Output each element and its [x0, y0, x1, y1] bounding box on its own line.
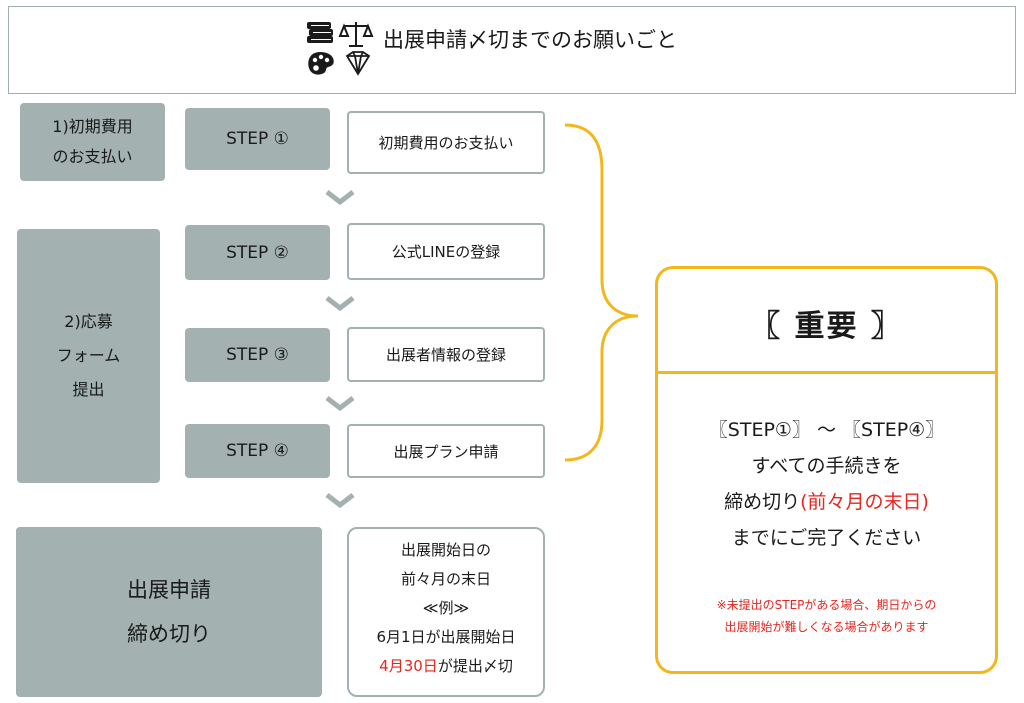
- books-icon: [307, 22, 333, 43]
- section-label-line: フォーム: [56, 346, 121, 365]
- gem-icon: [345, 51, 371, 76]
- important-line: 〖STEP①〗 ～ 〖STEP④〗: [708, 419, 945, 441]
- step-2-label: STEP ②: [185, 225, 330, 280]
- section-label-line: 出展申請: [127, 578, 211, 602]
- section-deadline: 出展申請 締め切り: [16, 527, 322, 697]
- step-3-label: STEP ③: [185, 328, 330, 382]
- step-4-label: STEP ④: [185, 424, 330, 478]
- chevron-down-icon: [325, 190, 355, 206]
- page-title: 出展申請〆切までのお願いごと: [383, 28, 677, 52]
- deadline-example-box: [347, 527, 545, 697]
- important-title: 〖 重要 〗: [750, 309, 903, 344]
- chevron-down-icon: [325, 396, 355, 412]
- section-label-line: のお支払い: [52, 147, 133, 166]
- important-line-part: 締め切り: [724, 491, 801, 513]
- deadline-line: ≪例≫: [422, 599, 470, 617]
- deadline-date-rest: が提出〆切: [437, 657, 513, 675]
- step-4-task: 出展プラン申請: [347, 424, 545, 478]
- header-icons: [307, 22, 374, 76]
- deadline-line: 6月1日が出展開始日: [376, 628, 516, 646]
- important-line: までにご完了ください: [731, 527, 922, 549]
- important-deadline-red: (前々月の末日): [800, 491, 929, 513]
- deadline-example-text: 出展開始日の 前々月の末日 ≪例≫ 6月1日が出展開始日 4月30日が提出〆切: [347, 536, 545, 681]
- deadline-line: 4月30日が提出〆切: [347, 652, 545, 681]
- palette-icon: [308, 52, 334, 75]
- important-notice-box: 〖 重要 〗 〖STEP①〗 ～ 〖STEP④〗 すべての手続きを 締め切り(前…: [655, 266, 998, 674]
- step-2-task: 公式LINEの登録: [347, 223, 545, 280]
- section-label-line: 締め切り: [127, 622, 211, 646]
- section-label-line: 1)初期費用: [52, 117, 133, 136]
- step-1-task: 初期費用のお支払い: [347, 111, 545, 174]
- section-label-line: 提出: [72, 380, 105, 399]
- step-3-task: 出展者情報の登録: [347, 327, 545, 382]
- section-label-line: 2)応募: [64, 312, 113, 331]
- section-application-form: 2)応募 フォーム 提出: [17, 229, 160, 483]
- important-note: ※未提出のSTEPがある場合、期日からの 出展開始が難しくなる場合があります: [658, 594, 995, 638]
- curly-brace-icon: [564, 123, 639, 462]
- deadline-line: 前々月の末日: [400, 570, 491, 588]
- important-line: 締め切り(前々月の末日): [658, 484, 995, 520]
- header-box: [8, 6, 1016, 94]
- chevron-down-icon: [325, 493, 355, 509]
- step-1-label: STEP ①: [185, 108, 330, 170]
- chevron-down-icon: [325, 296, 355, 312]
- deadline-line: 出展開始日の: [400, 541, 491, 559]
- section-initial-payment: 1)初期費用 のお支払い: [20, 103, 165, 181]
- important-line: すべての手続きを: [751, 455, 902, 477]
- deadline-date-red: 4月30日: [379, 657, 438, 675]
- important-body: 〖STEP①〗 ～ 〖STEP④〗 すべての手続きを 締め切り(前々月の末日) …: [658, 412, 995, 556]
- important-note-line: ※未提出のSTEPがある場合、期日からの: [716, 598, 937, 612]
- scales-icon: [338, 22, 374, 47]
- important-divider: [658, 371, 995, 374]
- important-note-line: 出展開始が難しくなる場合があります: [724, 620, 929, 634]
